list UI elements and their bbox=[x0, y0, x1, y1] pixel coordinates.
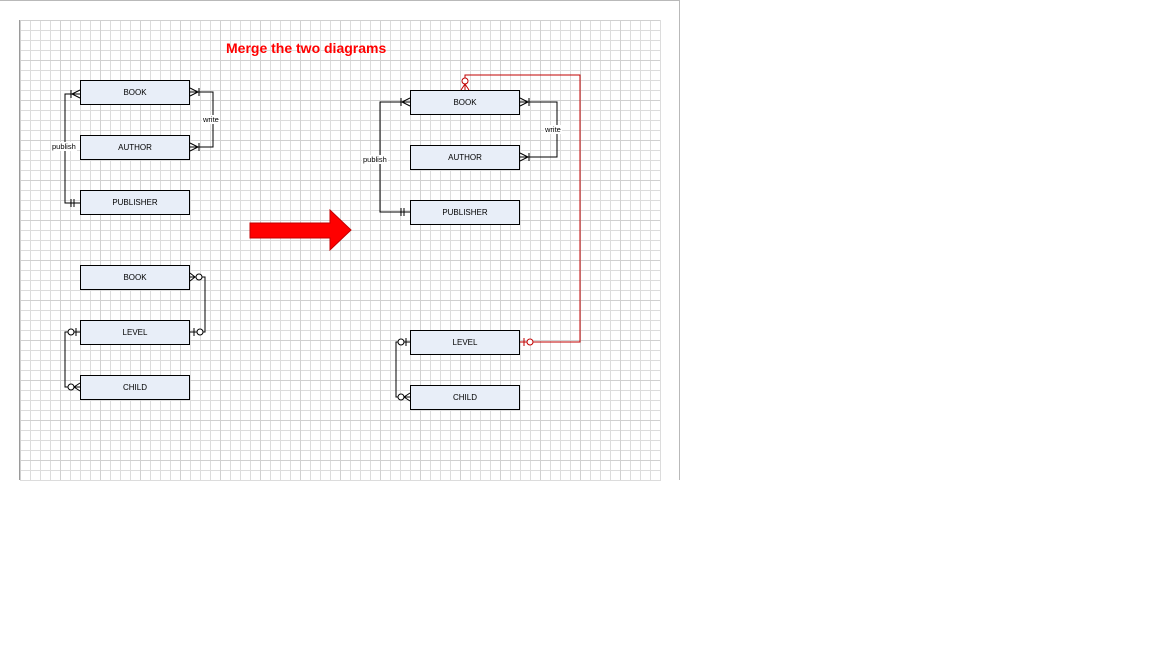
entity-label: PUBLISHER bbox=[112, 198, 158, 207]
connector-book-level-merged[interactable] bbox=[460, 74, 581, 346]
entity-label: CHILD bbox=[452, 393, 477, 402]
entity-label: LEVEL bbox=[452, 338, 478, 347]
canvas-left-edge bbox=[19, 20, 20, 480]
entity-author-right[interactable]: AUTHOR bbox=[410, 145, 520, 170]
entity-book-left-top[interactable]: BOOK bbox=[80, 80, 190, 105]
page-title: Merge the two diagrams bbox=[226, 40, 387, 56]
entity-label: BOOK bbox=[123, 273, 147, 282]
entity-child-right[interactable]: CHILD bbox=[410, 385, 520, 410]
entity-author-left[interactable]: AUTHOR bbox=[80, 135, 190, 160]
connector-level-child-right[interactable] bbox=[395, 338, 411, 402]
entity-label: AUTHOR bbox=[448, 153, 482, 162]
entity-label: CHILD bbox=[122, 383, 147, 392]
connector-book-level-left[interactable] bbox=[189, 272, 206, 336]
canvas-frame bbox=[0, 0, 680, 480]
entity-label: AUTHOR bbox=[118, 143, 152, 152]
relationship-label-publish: publish bbox=[362, 155, 388, 164]
relationship-label-write: write bbox=[544, 125, 562, 134]
entity-book-right[interactable]: BOOK bbox=[410, 90, 520, 115]
relationship-label-publish: publish bbox=[51, 142, 77, 151]
entity-book-left-bottom[interactable]: BOOK bbox=[80, 265, 190, 290]
relationship-label-write: write bbox=[202, 115, 220, 124]
entity-label: BOOK bbox=[123, 88, 147, 97]
connector-level-child-left[interactable] bbox=[64, 328, 81, 392]
right-arrow-icon bbox=[249, 208, 352, 252]
entity-child-left[interactable]: CHILD bbox=[80, 375, 190, 400]
entity-publisher-right[interactable]: PUBLISHER bbox=[410, 200, 520, 225]
entity-label: BOOK bbox=[453, 98, 477, 107]
entity-label: LEVEL bbox=[122, 328, 148, 337]
entity-publisher-left[interactable]: PUBLISHER bbox=[80, 190, 190, 215]
entity-level-left[interactable]: LEVEL bbox=[80, 320, 190, 345]
entity-label: PUBLISHER bbox=[442, 208, 488, 217]
entity-level-right[interactable]: LEVEL bbox=[410, 330, 520, 355]
